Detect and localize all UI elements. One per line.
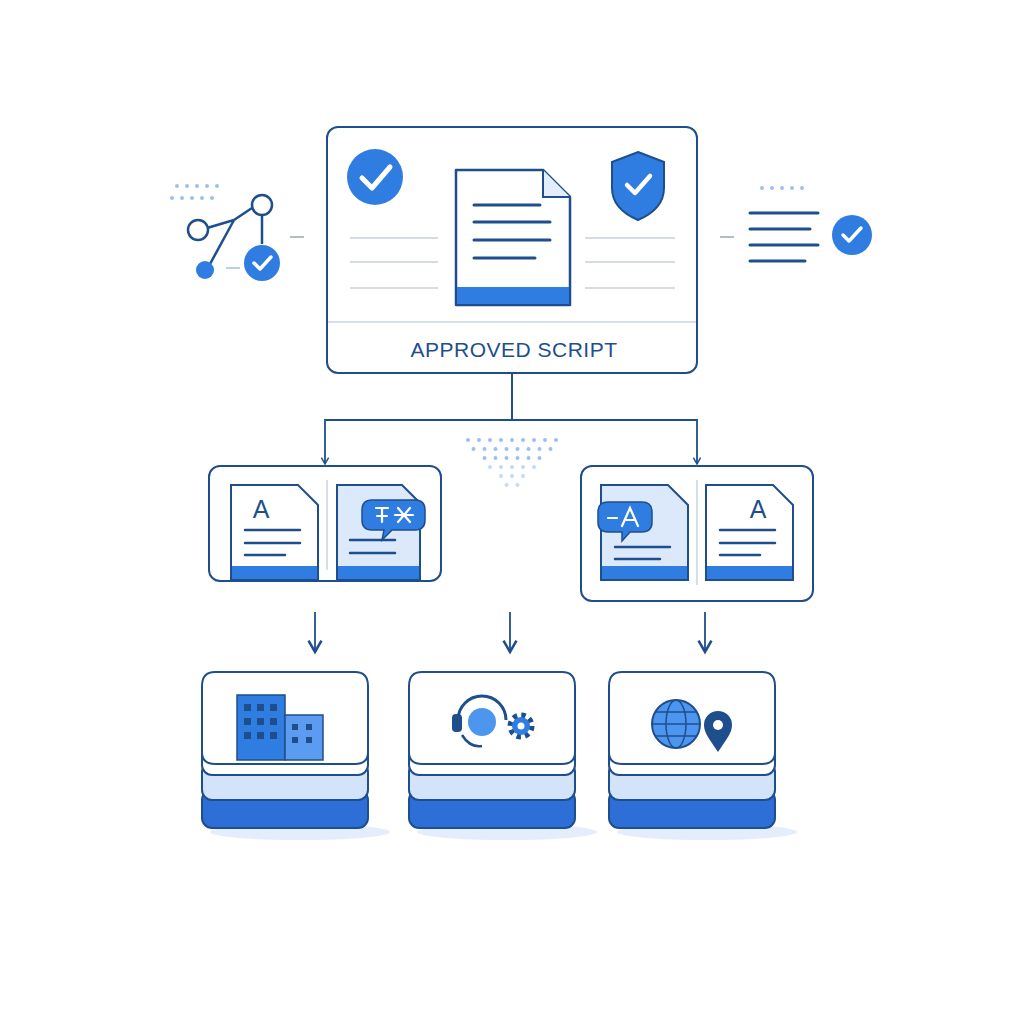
- layer-top: [609, 672, 775, 764]
- dot: [494, 456, 498, 460]
- dot: [510, 465, 514, 469]
- dot: [527, 447, 531, 451]
- approved-script-box: APPROVED SCRIPT: [326, 126, 698, 374]
- dot: [538, 456, 542, 460]
- dot: [516, 483, 520, 487]
- dot: [538, 447, 542, 451]
- dot: [543, 438, 547, 442]
- doc-letter: A: [750, 495, 767, 524]
- dot: [499, 474, 503, 478]
- dot: [521, 465, 525, 469]
- dot: [554, 438, 558, 442]
- connector: [325, 374, 512, 464]
- box-title: APPROVED SCRIPT: [410, 338, 617, 362]
- dot: [499, 465, 503, 469]
- dot: [510, 438, 514, 442]
- dot: [505, 483, 509, 487]
- translation-box: A: [208, 465, 442, 582]
- dot: [483, 456, 487, 460]
- building-icon: [237, 695, 323, 760]
- translation-docs-left: [231, 480, 425, 580]
- translation-docs-right: [598, 480, 793, 585]
- dot: [521, 438, 525, 442]
- dot: [532, 465, 536, 469]
- down-arrows: [315, 612, 705, 652]
- dot: [494, 447, 498, 451]
- dot: [532, 438, 536, 442]
- dot: [488, 465, 492, 469]
- dot: [527, 456, 531, 460]
- doc-letter: A: [253, 495, 270, 524]
- support-icon: [452, 696, 531, 746]
- dot: [505, 456, 509, 460]
- dot: [499, 438, 503, 442]
- dot: [477, 438, 481, 442]
- dot: [466, 438, 470, 442]
- dot: [483, 447, 487, 451]
- dot: [516, 456, 520, 460]
- dot: [488, 438, 492, 442]
- network-icon: [170, 184, 304, 281]
- globe-pin-icon: [652, 700, 732, 752]
- dot: [549, 447, 553, 451]
- dot: [510, 474, 514, 478]
- translation-box: A: [580, 465, 814, 602]
- layer-top: [202, 672, 368, 764]
- dot: [505, 447, 509, 451]
- dot: [472, 447, 476, 451]
- layer-top: [409, 672, 575, 764]
- connector: [512, 374, 697, 464]
- layer-stacks: [202, 672, 797, 840]
- dot-triangle: [466, 438, 558, 487]
- dot: [516, 447, 520, 451]
- dot: [521, 474, 525, 478]
- list-check-icon: [720, 186, 872, 261]
- top-icons: [328, 149, 696, 322]
